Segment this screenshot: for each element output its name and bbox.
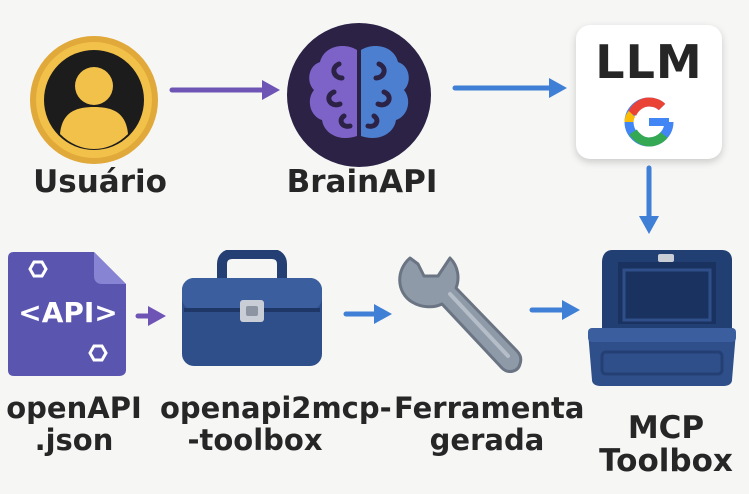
open-toolbox-icon	[588, 250, 736, 386]
arrow-ferramenta-to-mcp-toolbox	[529, 300, 580, 320]
llm-text: LLM	[595, 35, 703, 89]
openapi-node: <API>	[6, 248, 130, 378]
openapi-label-line-2: .json	[34, 423, 114, 458]
brainapi-label: BrainAPI	[286, 164, 438, 200]
wrench-icon	[398, 256, 523, 373]
brainapi-node	[284, 20, 434, 170]
ferramenta-label-line-1: Ferramenta	[394, 391, 585, 425]
ferramenta-label: Ferramenta gerada	[394, 391, 585, 458]
mcp-toolbox-node	[582, 240, 742, 390]
llm-node: LLM	[576, 25, 722, 159]
arrow-openapi-to-openapi2mcp	[135, 306, 166, 326]
mcp-toolbox-label-line-1: MCP	[627, 410, 705, 446]
openapi-label-line-1: openAPI	[6, 391, 142, 425]
user-label: Usuário	[33, 164, 167, 200]
arrow-openapi2mcp-to-ferramenta	[343, 304, 392, 324]
mcp-toolbox-label: MCP Toolbox	[586, 412, 746, 477]
brain-icon	[287, 23, 431, 167]
user-node	[28, 34, 160, 166]
arrow-user-to-brainapi	[169, 80, 280, 100]
mcp-toolbox-label-line-2: Toolbox	[599, 442, 733, 479]
ferramenta-label-line-2: gerada	[429, 423, 545, 458]
openapi2mcp-label-line-1: openapi2mcp-	[160, 391, 392, 425]
openapi2mcp-label-line-2: -toolbox	[187, 423, 323, 458]
openapi2mcp-label: openapi2mcp- -toolbox	[160, 391, 392, 458]
arrow-llm-to-mcp-toolbox	[639, 165, 659, 234]
user-icon	[30, 36, 158, 164]
google-icon	[624, 97, 674, 147]
openapi2mcp-node	[176, 249, 328, 372]
ferramenta-node	[390, 246, 530, 386]
arrow-brainapi-to-llm	[452, 78, 567, 98]
api-badge: <API>	[18, 296, 118, 329]
toolbox-icon	[182, 249, 322, 366]
openapi-label: openAPI .json	[4, 392, 144, 457]
document-icon	[8, 252, 126, 376]
